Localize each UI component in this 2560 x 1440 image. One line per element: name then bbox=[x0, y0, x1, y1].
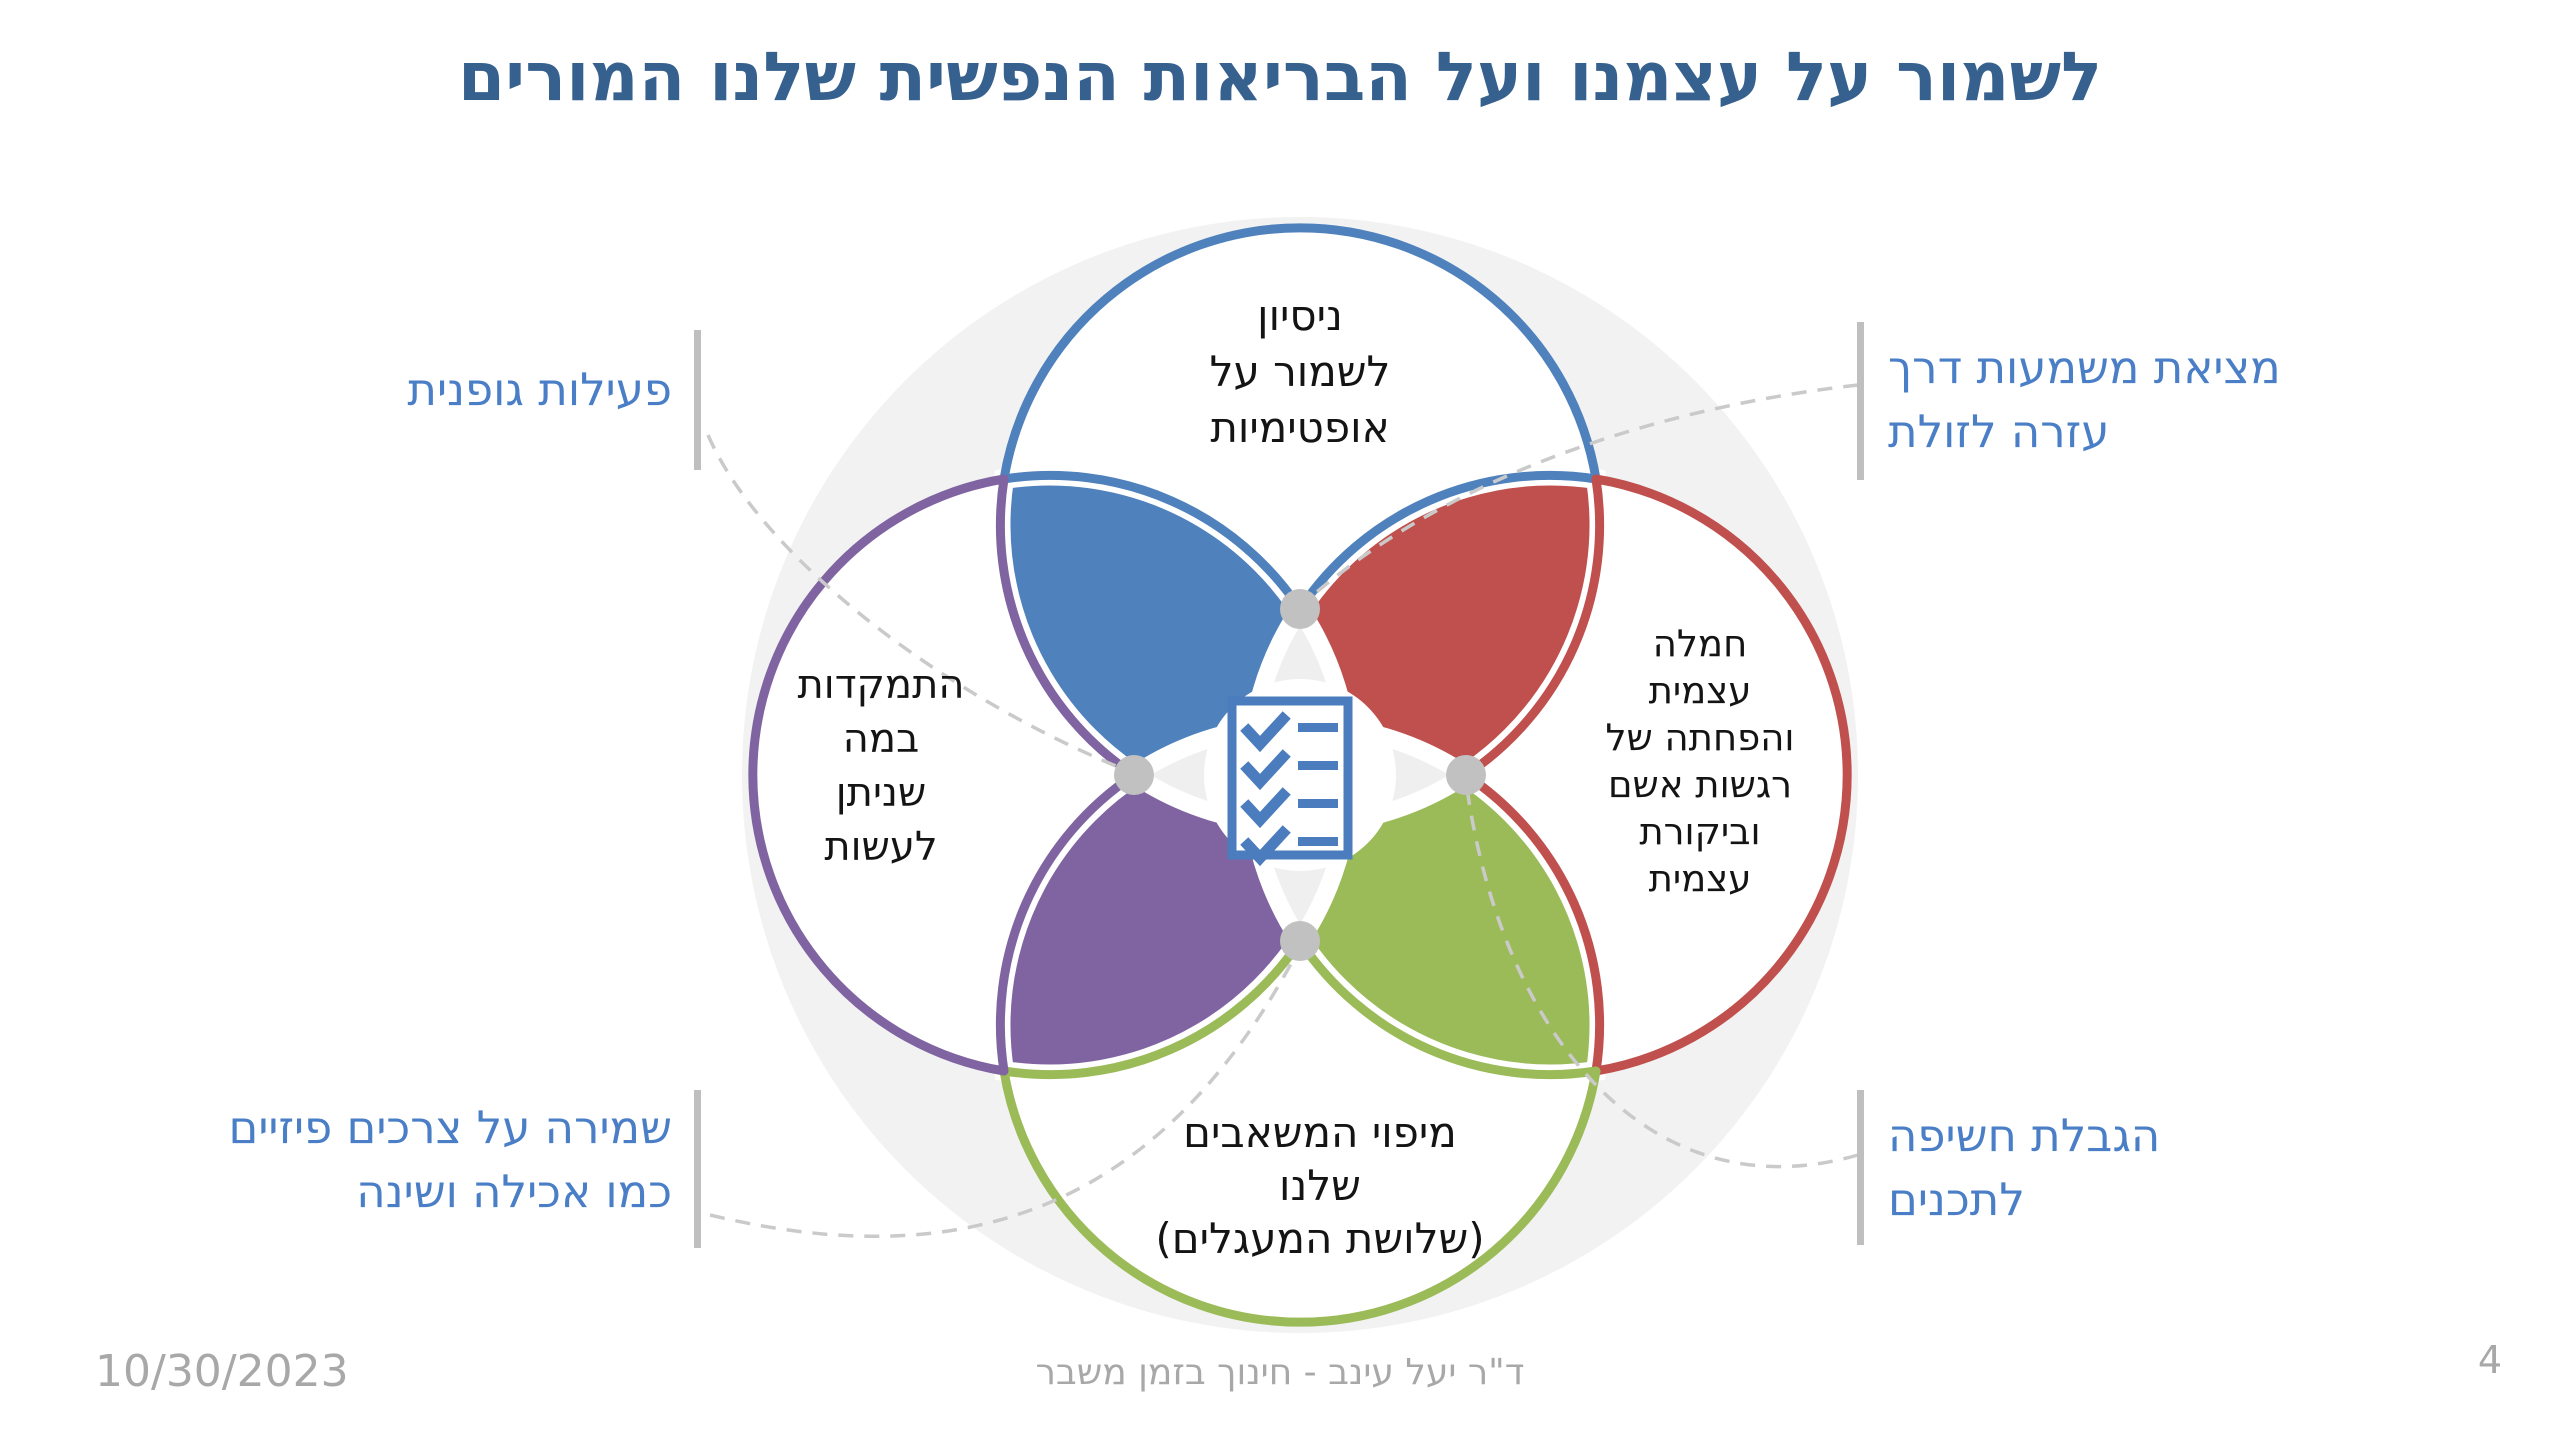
circle-label-resources-mapping: מיפוי המשאבים שלנו (שלושת המעגלים) bbox=[1155, 1108, 1485, 1263]
check-line bbox=[1298, 837, 1338, 846]
circle-label-self-compassion: חמלה עצמית והפחתה של רגשות אשם וביקורת ע… bbox=[1605, 622, 1795, 900]
check-line bbox=[1298, 799, 1338, 808]
check-mark bbox=[1240, 787, 1291, 829]
check-line bbox=[1298, 723, 1338, 732]
callout-bar bbox=[1857, 1090, 1864, 1245]
check-mark bbox=[1240, 749, 1291, 791]
check-mark bbox=[1240, 825, 1291, 867]
callout-physical-needs: שמירה על צרכים פיזיים כמו אכילה ושינה bbox=[228, 1101, 672, 1218]
slide-page-number: 4 bbox=[2477, 1338, 2502, 1382]
callout-finding-meaning: מציאת משמעות דרך עזרה לזולת bbox=[1888, 341, 2281, 458]
circle-top-region bbox=[1004, 227, 1596, 609]
leader-line-top-right bbox=[1302, 383, 1859, 605]
callout-bar bbox=[694, 330, 701, 470]
checklist-icon bbox=[1227, 696, 1353, 867]
check-mark bbox=[1240, 711, 1291, 753]
circle-right-region bbox=[1466, 479, 1848, 1071]
junction-dot-top bbox=[1280, 589, 1320, 629]
junction-dot-left bbox=[1114, 755, 1154, 795]
circle-label-focus: התמקדות במה שניתן לעשות bbox=[797, 662, 965, 870]
callout-bar bbox=[1857, 322, 1864, 480]
leader-line-bottom-right bbox=[1464, 780, 1859, 1169]
circle-top-outline bbox=[999, 223, 1601, 614]
circle-bottom-outline bbox=[999, 936, 1601, 1327]
junction-dot-bottom bbox=[1280, 921, 1320, 961]
circle-right-outline bbox=[1461, 474, 1852, 1076]
circle-left-outline bbox=[748, 474, 1139, 1076]
leader-line-top-left bbox=[706, 434, 1129, 773]
callout-limit-exposure: הגבלת חשיפה לתכנים bbox=[1888, 1109, 2161, 1226]
leader-line-bottom-left bbox=[709, 946, 1302, 1238]
slide-credit: ד"ר יעל עינב - חינוך בזמן משבר bbox=[1035, 1352, 1525, 1393]
circle-label-optimism: ניסיון לשמור על אופטימיות bbox=[1209, 291, 1391, 452]
callout-physical-activity: פעילות גופנית bbox=[407, 363, 672, 416]
page-title: לשמור על עצמנו ועל הבריאות הנפשית שלנו ה… bbox=[457, 38, 2103, 117]
check-line bbox=[1298, 761, 1338, 770]
junction-dot-right bbox=[1446, 755, 1486, 795]
circle-left-region bbox=[752, 479, 1134, 1071]
callout-bar bbox=[694, 1090, 701, 1248]
venn-diagram bbox=[706, 217, 1859, 1333]
circle-bottom-region bbox=[1004, 941, 1596, 1323]
slide-date: 10/30/2023 bbox=[95, 1346, 349, 1397]
